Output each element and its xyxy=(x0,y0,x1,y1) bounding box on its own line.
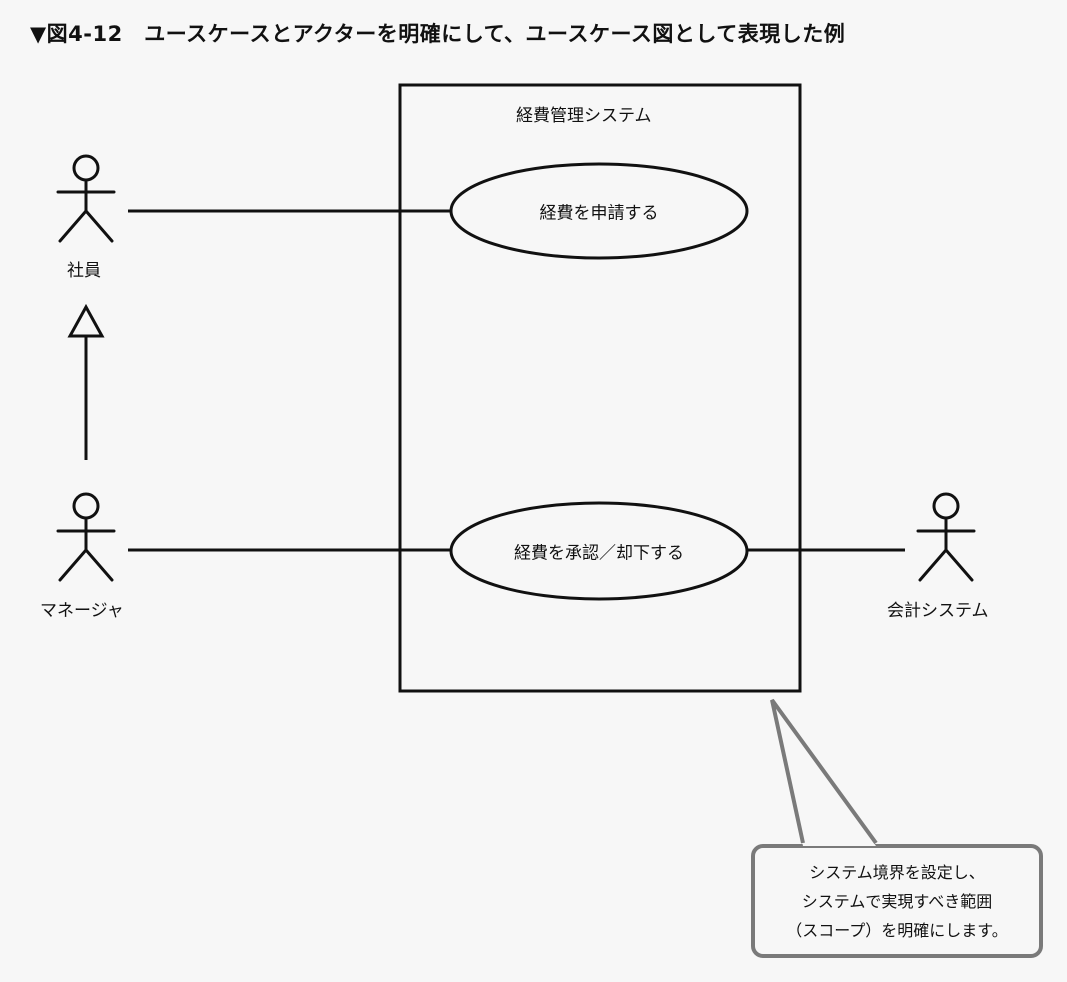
actor-manager-label: マネージャ xyxy=(40,601,124,621)
actor-accounting-stick-figure xyxy=(916,492,976,582)
note-box-frame xyxy=(751,844,1043,958)
figure-title: ▼図4-12 ユースケースとアクターを明確にして、ユースケース図として表現した例 xyxy=(30,22,846,46)
note-callout xyxy=(751,698,1043,958)
usecase-apply-ellipse xyxy=(449,162,749,260)
note-line: システム境界を設定し、 xyxy=(809,862,985,882)
usecase-approve-label: 経費を承認／却下する xyxy=(514,543,684,564)
note-line: （スコープ）を明確にします。 xyxy=(786,920,1008,940)
actor-employee-label: 社員 xyxy=(67,261,101,281)
system-boundary xyxy=(398,83,802,693)
system-name: 経費管理システム xyxy=(516,106,652,126)
actor-employee-stick-figure xyxy=(56,154,116,243)
usecase-apply-label: 経費を申請する xyxy=(539,203,659,224)
actor-manager-stick-figure xyxy=(56,492,116,582)
note-line: システムで実現すべき範囲 xyxy=(801,891,993,911)
note-text: システム境界を設定し、 システムで実現すべき範囲 （スコープ）を明確にします。 xyxy=(751,844,1043,958)
note-pointer xyxy=(770,698,878,845)
actor-accounting-label: 会計システム xyxy=(887,601,989,621)
generalization-arrow xyxy=(67,303,105,460)
usecase-approve-ellipse xyxy=(449,501,749,601)
